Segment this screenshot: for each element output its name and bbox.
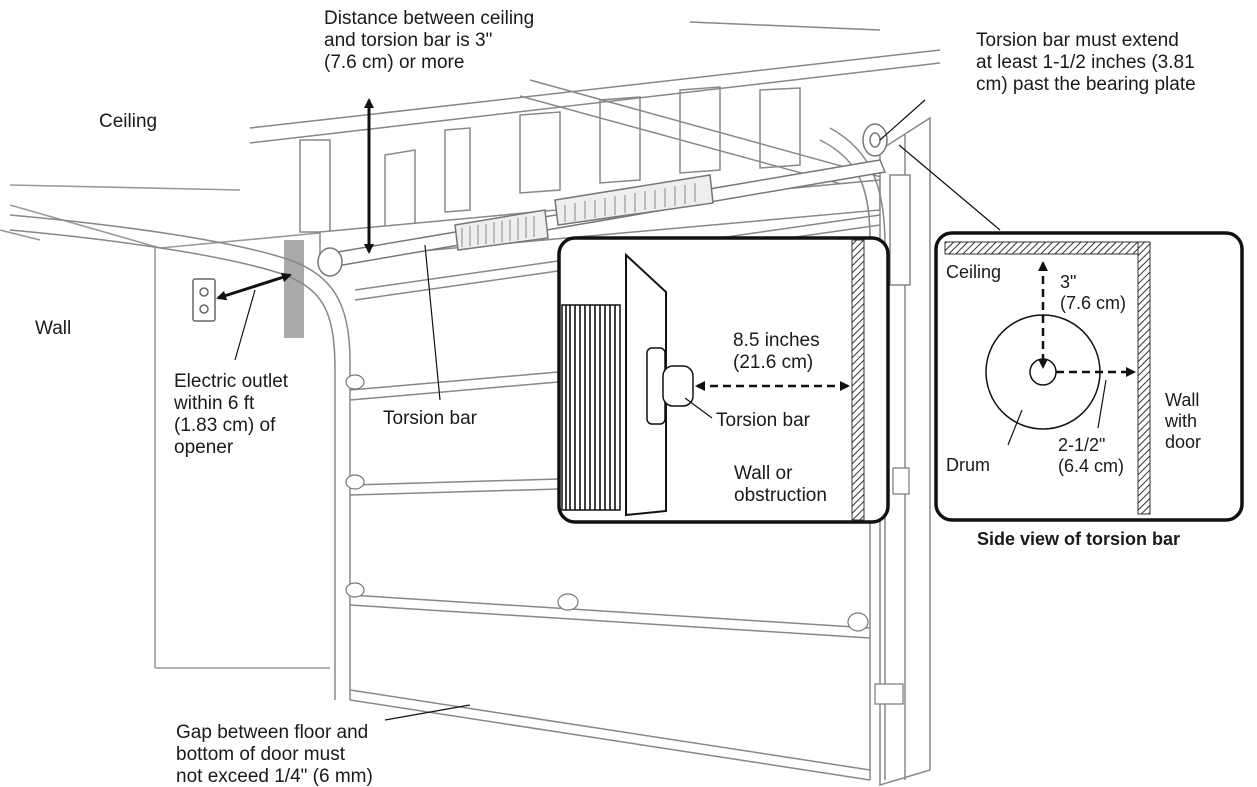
gap-leader (384, 704, 471, 721)
door-track (9, 214, 351, 700)
inset-torsion-bar-label: Torsion bar (716, 410, 810, 431)
ceiling-distance-label: Distance between ceiling and torsion bar… (324, 8, 535, 73)
gap-floor-label: Gap between floor and bottom of door mus… (176, 722, 373, 787)
torsion-bar-leader (424, 244, 441, 401)
extend-leader (879, 99, 926, 141)
ceiling-label: Ceiling (99, 111, 158, 132)
wall-obstruction-label: Wall or obstruction (734, 463, 827, 506)
ceiling-joists (249, 21, 941, 233)
room-walls (0, 184, 331, 669)
wall-label: Wall (35, 318, 72, 339)
outlet-leader (234, 289, 256, 361)
torsion-extend-label: Torsion bar must extend at least 1-1/2 i… (976, 30, 1196, 95)
inset-horizontal-distance-label: 2-1/2" (6.4 cm) (1058, 435, 1125, 476)
torsion-bar-label: Torsion bar (383, 408, 477, 429)
inset-bearing-plate (557, 236, 890, 524)
electric-outlet (192, 278, 216, 322)
outlet-distance-arrow (216, 272, 292, 301)
inset-vertical-distance-label: 3" (7.6 cm) (1060, 272, 1127, 313)
electric-outlet-label: Electric outlet within 6 ft (1.83 cm) of… (174, 371, 289, 458)
side-view-caption: Side view of torsion bar (977, 529, 1181, 549)
inset-side-view (934, 231, 1244, 522)
drum-label: Drum (946, 455, 990, 475)
door-hinges (345, 374, 910, 705)
outlet-zone (284, 240, 304, 338)
inset-distance-label: 8.5 inches (21.6 cm) (733, 330, 820, 373)
inset-ceiling-label: Ceiling (946, 262, 1002, 282)
wall-with-door-label: Wall with door (1165, 390, 1202, 452)
